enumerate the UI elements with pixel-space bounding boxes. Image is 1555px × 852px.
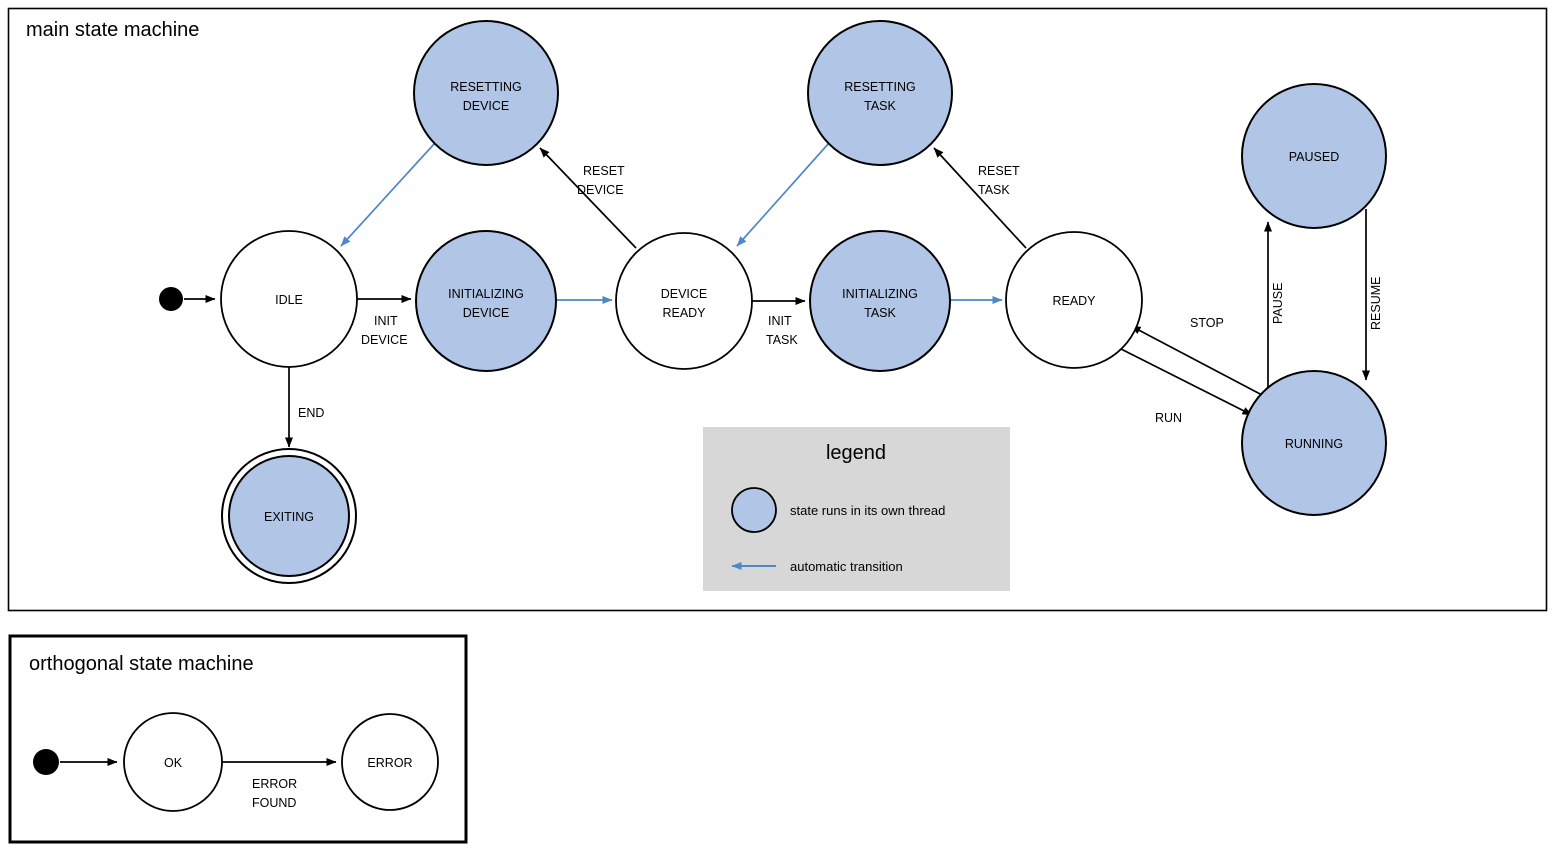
state-label-resetting-device-line2: DEVICE xyxy=(463,99,510,113)
state-label-ready: READY xyxy=(1052,294,1096,308)
transition-resetting-device-to-idle xyxy=(340,142,436,247)
edge-label-init-device-line1: INIT xyxy=(374,314,398,328)
state-label-initializing-task-line1: INITIALIZING xyxy=(842,287,918,301)
legend-item-thread-label: state runs in its own thread xyxy=(790,503,945,518)
edge-label-reset-task-line2: TASK xyxy=(978,183,1010,197)
state-node-resetting-device[interactable]: RESETTING DEVICE xyxy=(413,20,559,166)
orthogonal-frame-title: orthogonal state machine xyxy=(29,653,254,675)
transition-running-to-ready: STOP xyxy=(1130,316,1263,396)
state-label-device-ready-line1: DEVICE xyxy=(661,287,708,301)
edge-label-run: RUN xyxy=(1155,411,1182,425)
transition-device-ready-to-initializing-task: INIT TASK xyxy=(752,297,806,347)
state-node-ok[interactable]: OK xyxy=(123,712,223,812)
edge-label-end: END xyxy=(298,406,324,420)
state-label-resetting-task-line1: RESETTING xyxy=(844,80,916,94)
legend-item-auto-label: automatic transition xyxy=(790,559,903,574)
state-label-error: ERROR xyxy=(367,756,412,770)
edge-label-resume: RESUME xyxy=(1369,277,1383,330)
transition-device-ready-to-resetting-device: RESET DEVICE xyxy=(539,147,637,249)
edge-label-error-found-line2: FOUND xyxy=(252,796,296,810)
state-label-initializing-device-line1: INITIALIZING xyxy=(448,287,524,301)
state-node-initializing-task[interactable]: INITIALIZING TASK xyxy=(809,230,951,372)
main-frame-title: main state machine xyxy=(26,19,199,41)
state-node-ready[interactable]: READY xyxy=(1005,231,1143,369)
legend-title: legend xyxy=(826,442,886,464)
state-node-exiting[interactable]: EXITING xyxy=(221,448,357,584)
legend-thread-state-icon xyxy=(731,487,777,533)
transition-ready-to-resetting-task: RESET TASK xyxy=(933,147,1027,249)
state-node-resetting-task[interactable]: RESETTING TASK xyxy=(807,20,953,166)
transition-running-to-paused: PAUSE xyxy=(1264,221,1285,393)
edge-label-init-device-line2: DEVICE xyxy=(361,333,408,347)
transition-paused-to-running: RESUME xyxy=(1362,209,1383,381)
transition-resetting-task-to-device-ready xyxy=(736,142,830,247)
edge-label-stop: STOP xyxy=(1190,316,1224,330)
state-node-paused[interactable]: PAUSED xyxy=(1241,83,1387,229)
state-node-device-ready[interactable]: DEVICE READY xyxy=(615,232,753,370)
state-label-ok: OK xyxy=(164,756,183,770)
transition-idle-to-initializing-device: INIT DEVICE xyxy=(357,295,412,347)
edge-label-pause: PAUSE xyxy=(1271,283,1285,324)
transition-idle-to-exiting: END xyxy=(285,367,324,448)
state-label-initializing-task-line2: TASK xyxy=(864,306,896,320)
transition-ready-to-running: RUN xyxy=(1120,348,1253,425)
edge-label-error-found-line1: ERROR xyxy=(252,777,297,791)
state-node-running[interactable]: RUNNING xyxy=(1241,370,1387,516)
state-node-error[interactable]: ERROR xyxy=(341,713,439,811)
state-node-idle[interactable]: IDLE xyxy=(220,230,358,368)
state-node-initial[interactable] xyxy=(159,287,183,311)
state-node-ortho-initial[interactable] xyxy=(33,749,59,775)
state-label-device-ready-line2: READY xyxy=(662,306,706,320)
state-label-resetting-device-line1: RESETTING xyxy=(450,80,522,94)
edge-label-init-task-line1: INIT xyxy=(768,314,792,328)
state-label-paused: PAUSED xyxy=(1289,150,1339,164)
state-label-initializing-device-line2: DEVICE xyxy=(463,306,510,320)
edge-label-init-task-line2: TASK xyxy=(766,333,798,347)
state-label-running: RUNNING xyxy=(1285,437,1343,451)
state-label-idle: IDLE xyxy=(275,293,303,307)
edge-label-reset-device-line1: RESET xyxy=(583,164,625,178)
state-label-exiting: EXITING xyxy=(264,510,314,524)
edge-label-reset-device-line2: DEVICE xyxy=(577,183,624,197)
transition-ok-to-error: ERROR FOUND xyxy=(222,758,337,810)
state-node-initializing-device[interactable]: INITIALIZING DEVICE xyxy=(415,230,557,372)
state-label-resetting-task-line2: TASK xyxy=(864,99,896,113)
edge-label-reset-task-line1: RESET xyxy=(978,164,1020,178)
legend-panel: legend state runs in its own thread auto… xyxy=(703,427,1010,591)
